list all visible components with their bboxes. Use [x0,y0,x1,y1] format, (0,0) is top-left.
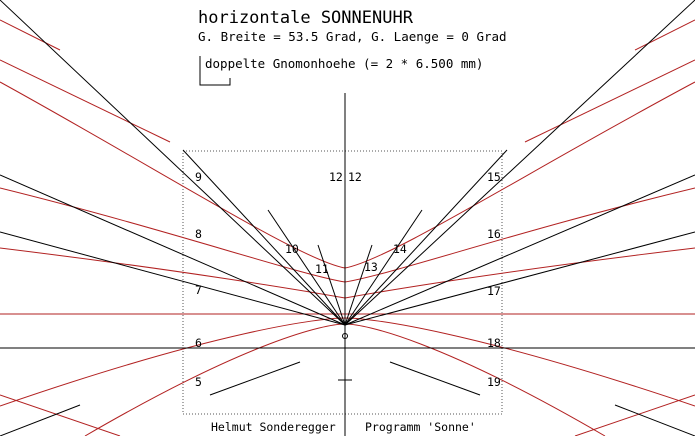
hour-line-far-right-up [344,0,695,326]
hour-label-16: 16 [487,227,501,241]
hour-label-14: 14 [393,242,407,256]
date-curve-11 [574,394,695,436]
hour-label-19: 19 [487,375,501,389]
hour-label-10: 10 [285,242,299,256]
hour-label-5: 5 [195,375,202,389]
hour-label-12-right: 12 [348,170,362,184]
hour-label-7: 7 [195,283,202,297]
date-curve-6 [0,19,61,51]
date-curves [0,19,695,436]
location-text: G. Breite = 53.5 Grad, G. Laenge = 0 Gra… [198,29,507,44]
hour-label-8: 8 [195,227,202,241]
hour-line-15 [344,149,508,326]
hour-line-8 [0,174,346,326]
hour-label-6: 6 [195,336,202,350]
hour-line-9 [182,149,346,326]
hour-line-far-left-up [0,0,346,326]
hour-line-far-left-down [0,404,81,436]
hour-label-12-left: 12 [329,170,343,184]
hour-line-16 [344,174,695,326]
hour-label-15: 15 [487,170,501,184]
hour-label-11: 11 [315,262,329,276]
hour-line-14 [344,209,423,326]
gnomon-foot-marker [342,333,348,339]
hour-label-13: 13 [364,260,378,274]
date-curve-7 [0,59,171,143]
dial-title: horizontale SONNENUHR [198,8,414,28]
hour-line-13 [344,244,373,326]
gnomon-text: doppelte Gnomonhoehe (= 2 * 6.500 mm) [205,56,483,71]
author-credit: Helmut Sonderegger [211,420,336,434]
date-curve-10 [0,394,121,436]
hour-line-5 [209,361,301,396]
gnomon-bracket [199,56,231,86]
date-curve-9 [524,59,695,143]
program-credit: Programm 'Sonne' [365,420,476,434]
hour-line-19 [389,361,481,396]
hour-line-7 [0,231,346,326]
hour-label-17: 17 [487,284,501,298]
hour-line-10 [267,209,346,326]
dial-frame [182,150,503,415]
date-curve-4 [0,317,695,407]
hour-line-far-right-down [614,404,695,436]
hour-line-17 [344,231,695,326]
hour-line-11 [317,244,346,326]
date-curve-8 [634,19,695,51]
hour-label-18: 18 [487,336,501,350]
date-curve-3 [0,247,695,299]
hour-label-9: 9 [195,170,202,184]
